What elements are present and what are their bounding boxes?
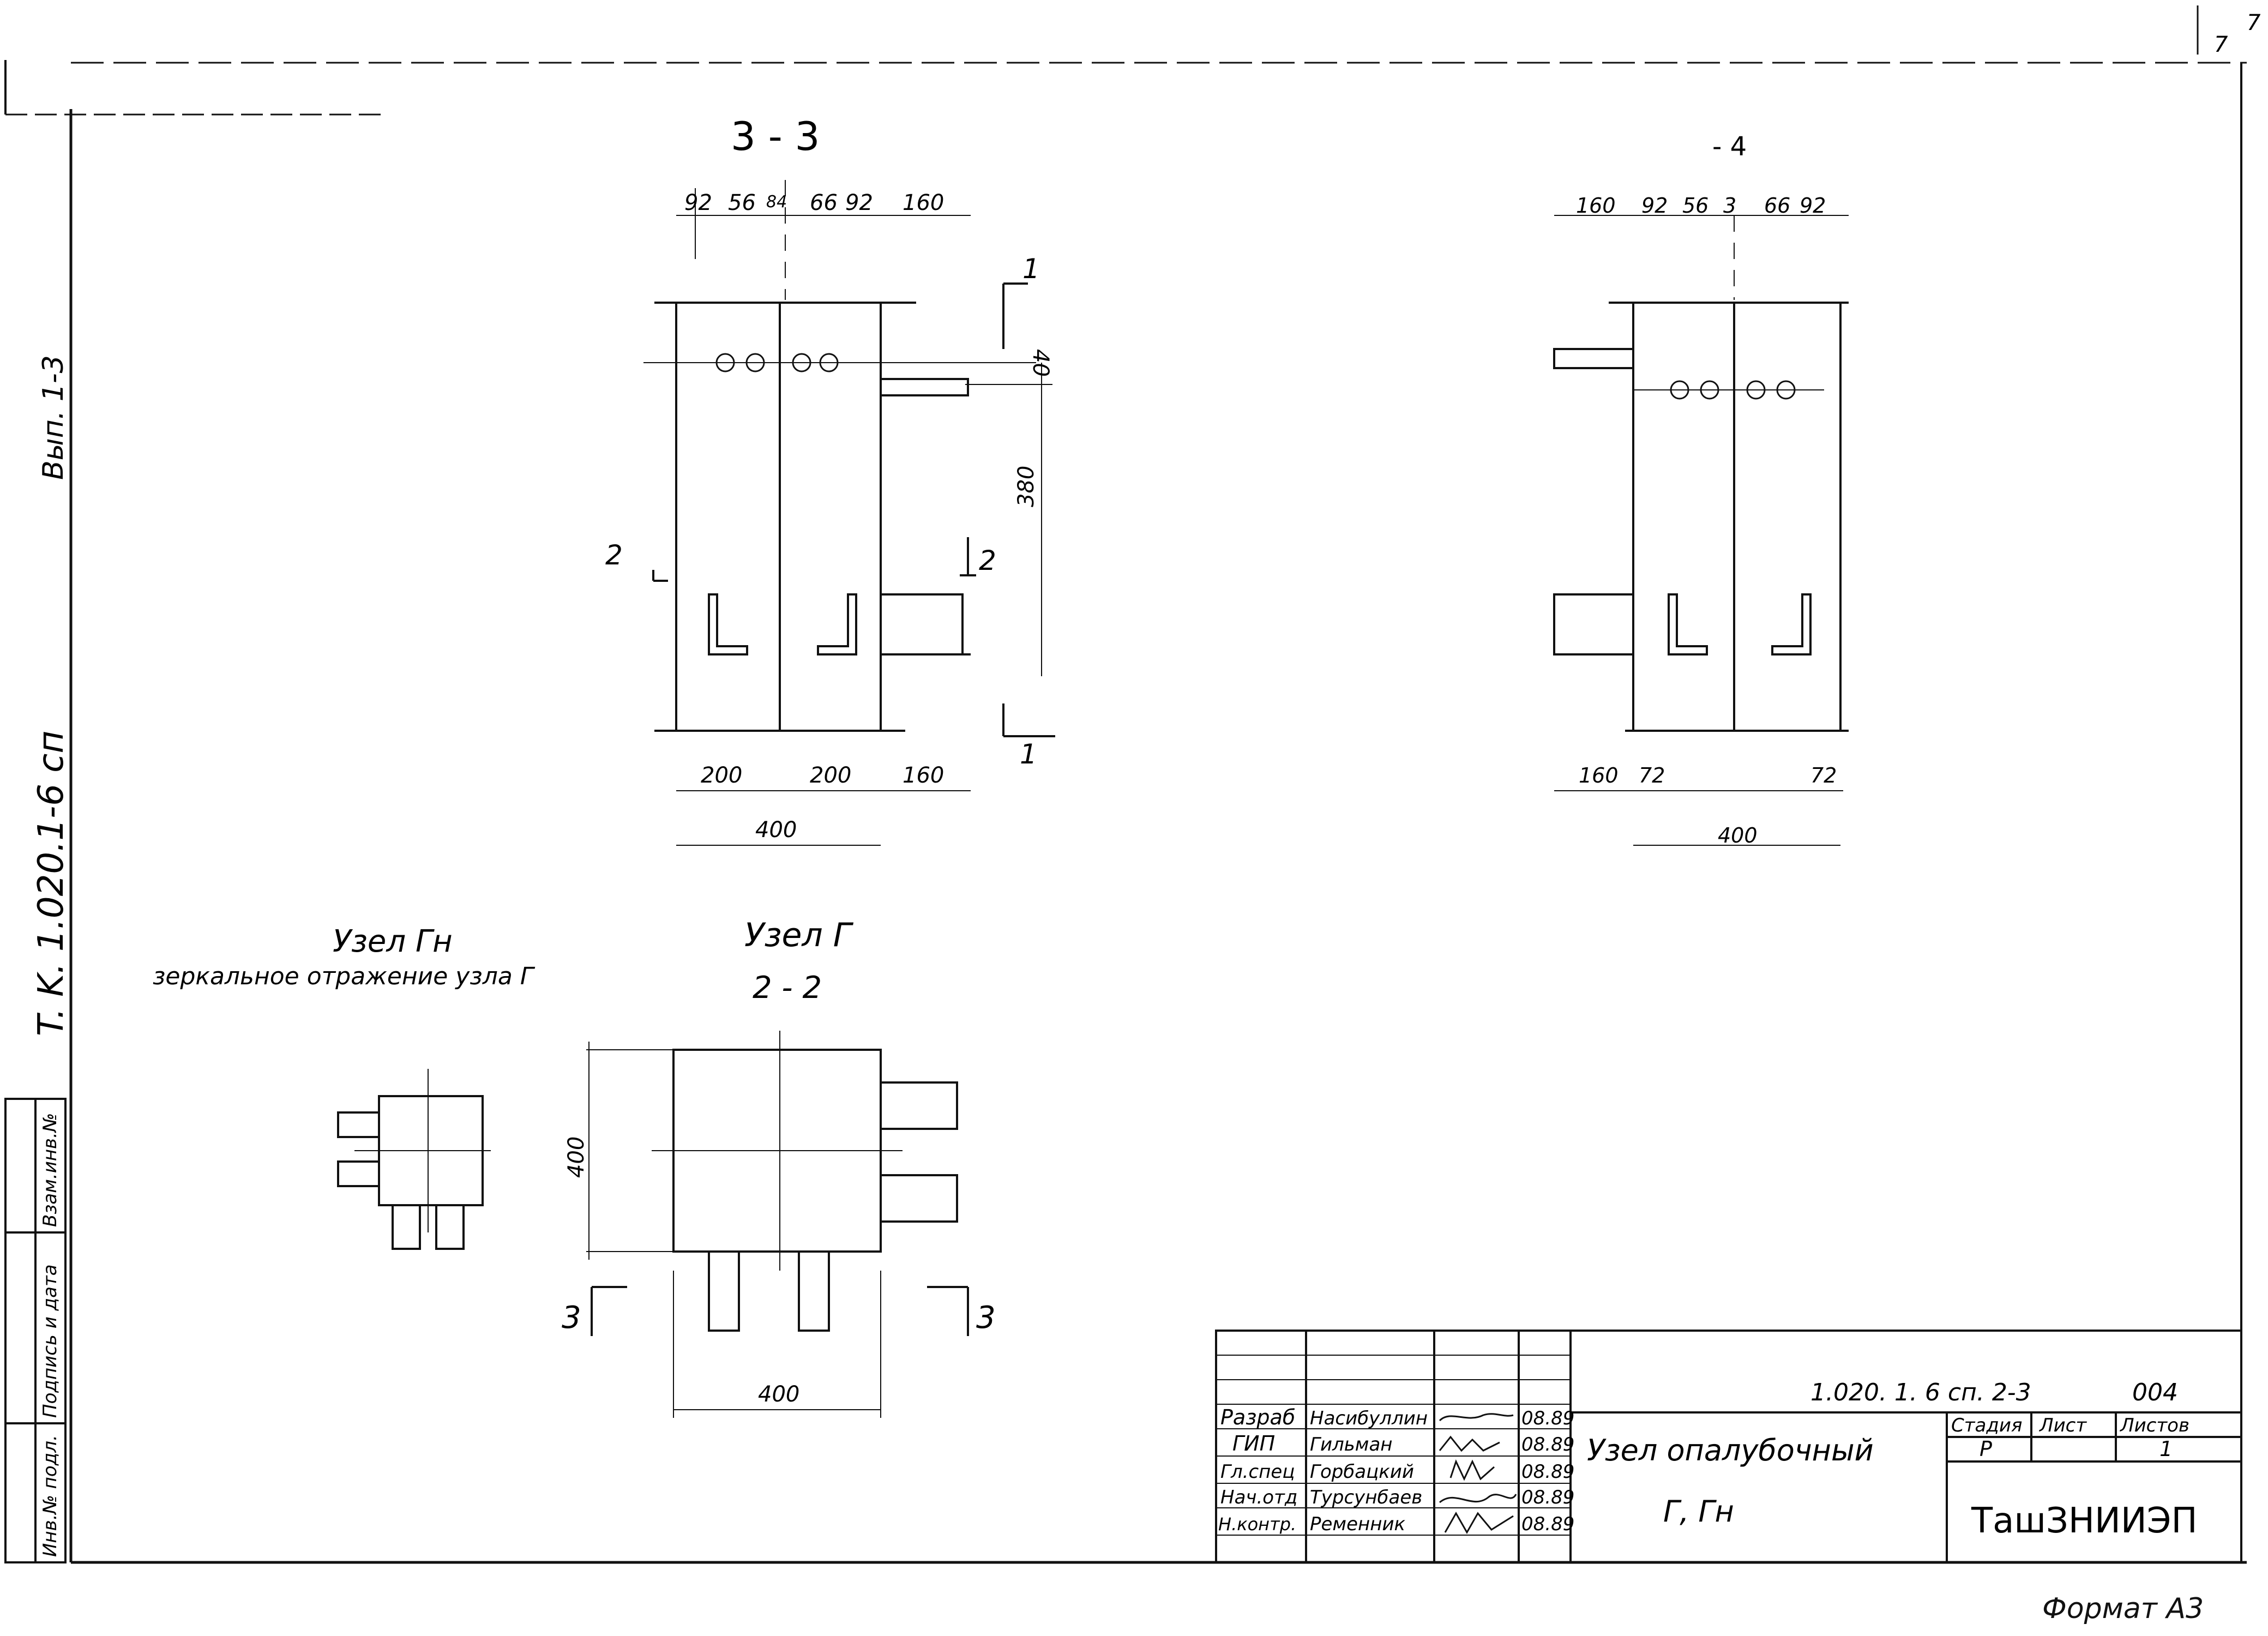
tb-title-line2: Г, Гн: [1663, 1494, 1734, 1529]
s33-cut-2-right: 2: [979, 545, 996, 576]
tb-doc-number: 004: [2132, 1379, 2178, 1406]
tb-name-1: Насибуллин: [1310, 1408, 1428, 1429]
node-g-title: Узел Г: [744, 916, 854, 954]
section-3-3-title: 3 - 3: [731, 113, 820, 159]
tb-date-3: 08.89: [1521, 1461, 1574, 1483]
s33-cut-1-top: 1: [1022, 253, 1040, 285]
tb-role-5: Н.контр.: [1218, 1514, 1296, 1535]
tb-date-5: 08.89: [1521, 1513, 1574, 1535]
s33-right-dim-380: 380: [1014, 466, 1039, 507]
tb-name-5: Ременник: [1310, 1513, 1406, 1535]
side-column-inv: Инв.№ подл.: [39, 1435, 61, 1557]
node-g-cut-3-right: 3: [976, 1300, 996, 1336]
node-g-cut-3-left: 3: [562, 1300, 581, 1336]
mirror-bottom-dim-2: 72: [1639, 763, 1665, 787]
tb-signatures: [1439, 1413, 1517, 1535]
node-g-subtitle: 2 - 2: [753, 970, 822, 1006]
tb-role-3: Гл.спец: [1220, 1461, 1295, 1483]
tb-stage-value: Р: [1980, 1437, 1992, 1461]
tb-date-2: 08.89: [1521, 1434, 1574, 1455]
side-stamp: T. K. 1.020.1-6 сп: [31, 731, 71, 1036]
node-gn-subtitle: зеркальное отражение узла Г: [153, 963, 536, 990]
node-gn-title: Узел Гн: [333, 924, 453, 959]
corner-mark-right: 7: [2247, 10, 2261, 35]
tb-role-2: ГИП: [1232, 1432, 1275, 1455]
tb-sheets-header: Листов: [2119, 1415, 2189, 1436]
s33-top-dim-4: 66: [810, 190, 838, 215]
tb-doc-code: 1.020. 1. 6 сп. 2-3: [1810, 1379, 2031, 1406]
mirror-top-dim-5: 66: [1764, 194, 1790, 218]
s33-bottom-dim-1: 200: [701, 763, 742, 788]
s33-cut-2-left: 2: [605, 539, 623, 571]
mirror-top-dim-1: 160: [1576, 194, 1616, 218]
tb-date-1: 08.89: [1521, 1408, 1574, 1429]
node-gn-view: Узел Гн зеркальное отражение узла Г: [153, 924, 536, 1250]
tb-sheet-header: Лист: [2038, 1415, 2087, 1436]
node-g-view: Узел Г 2 - 2 400 400 3 3: [562, 916, 996, 1418]
tb-role-1: Разраб: [1220, 1405, 1295, 1429]
s33-top-dim-5: 92: [845, 190, 873, 215]
s33-top-dim-1: 92: [684, 190, 712, 215]
mirror-bottom-dim-3: 72: [1810, 763, 1837, 787]
node-g-bottom-dim: 400: [758, 1382, 799, 1407]
mirror-bottom-dim-1: 160: [1579, 763, 1619, 787]
side-top-stamp: Вып. 1-3: [37, 355, 70, 480]
sheet-frame: [4, 5, 2247, 1564]
side-stamp-columns: [4, 1098, 67, 1563]
s33-top-dim-6: 160: [903, 190, 944, 215]
mirror-top-dim-4: 3: [1723, 194, 1736, 218]
tb-organization: ТашЗНИИЭП: [1971, 1501, 2198, 1541]
mirror-section-view: - 4 160 92 56 3: [1553, 131, 1849, 847]
s33-top-dim-3: 84: [766, 193, 787, 212]
node-g-left-dim: 400: [564, 1136, 589, 1178]
tb-name-3: Горбацкий: [1310, 1461, 1414, 1483]
tb-title-line1: Узел опалубочный: [1587, 1433, 1874, 1467]
format-label: Формат А3: [2042, 1592, 2204, 1625]
title-block: Разраб Насибуллин 08.89 ГИП Гильман 08.8…: [1215, 1330, 2242, 1563]
corner-mark-left: 7: [2214, 32, 2228, 57]
tb-role-4: Нач.отд: [1220, 1487, 1297, 1508]
tb-stage-header: Стадия: [1951, 1415, 2022, 1436]
section-3-3: 3 - 3: [605, 113, 1055, 846]
mirror-top-dim-3: 56: [1682, 194, 1708, 218]
tb-sheets-value: 1: [2159, 1437, 2173, 1461]
s33-total-dim: 400: [755, 817, 797, 843]
s33-top-dim-2: 56: [728, 190, 756, 215]
mirror-view-title: - 4: [1712, 131, 1747, 162]
tb-name-4: Турсунбаев: [1310, 1487, 1422, 1508]
tb-date-4: 08.89: [1521, 1487, 1574, 1508]
mirror-top-dim-6: 92: [1800, 194, 1826, 218]
mirror-total-dim: 400: [1718, 823, 1758, 847]
s33-right-dim-40: 40: [1028, 349, 1053, 377]
tb-name-2: Гильман: [1310, 1434, 1393, 1455]
s33-cut-1-bottom: 1: [1020, 738, 1037, 770]
side-column-sign: Подпись и дата: [39, 1264, 61, 1418]
s33-bottom-dim-2: 200: [810, 763, 851, 788]
s33-bottom-dim-3: 160: [903, 763, 944, 788]
mirror-top-dim-2: 92: [1641, 194, 1668, 218]
side-column-replace: Взам.инв.№: [39, 1113, 61, 1227]
